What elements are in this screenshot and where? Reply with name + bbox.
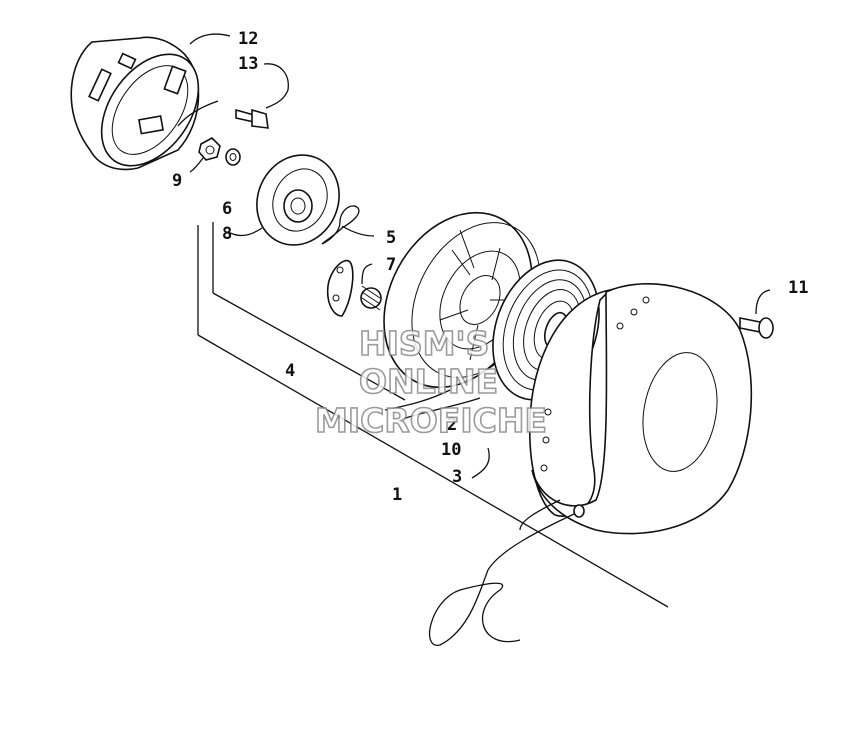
callout-6: 6: [222, 199, 232, 219]
leader-line-10: [399, 397, 481, 421]
leader-line-13: [177, 100, 219, 127]
watermark-line-1: HISM'S: [359, 324, 489, 363]
callout-13: 13: [238, 54, 258, 74]
callout-12: 12: [238, 29, 258, 49]
starter-rope-part: [428, 513, 575, 646]
drive-plate-part: [256, 154, 340, 246]
callout-3: 3: [452, 467, 462, 487]
leader-line-9: [189, 157, 204, 173]
starter-rope-end: [519, 499, 561, 531]
leader-line-11: [755, 289, 771, 315]
leader-line-12: [189, 33, 231, 45]
assembly-axis-line: [197, 334, 669, 608]
callout-8: 8: [222, 224, 232, 244]
callout-5: 5: [386, 228, 396, 248]
small-spring-part: [360, 285, 382, 311]
washer-part: [225, 148, 241, 166]
bolt-part: [235, 108, 269, 129]
callout-4: 4: [285, 361, 295, 381]
callout-2: 2: [447, 415, 457, 435]
starter-housing-part: [528, 283, 753, 535]
screw-part: [739, 317, 774, 339]
spring-clip-part: [321, 205, 360, 245]
starter-cup-part: [70, 36, 200, 171]
leader-line-8: [227, 227, 263, 237]
callout-10: 10: [441, 440, 461, 460]
nut-part: [198, 137, 221, 161]
watermark-line-3: MICROFICHE: [315, 401, 547, 440]
pawl-part: [326, 259, 354, 317]
callout-9: 9: [172, 171, 182, 191]
leader-line-2: [384, 389, 451, 411]
leader-line-3: [471, 447, 490, 479]
leader-line-6-diag: [212, 292, 406, 401]
watermark-line-2: ONLINE: [359, 362, 498, 401]
callout-1: 1: [392, 485, 402, 505]
leader-line-5: [341, 225, 375, 237]
callout-7: 7: [386, 255, 396, 275]
leader-line-7: [361, 263, 373, 285]
leader-line-13-top: [263, 63, 289, 109]
callout-11: 11: [788, 278, 808, 298]
